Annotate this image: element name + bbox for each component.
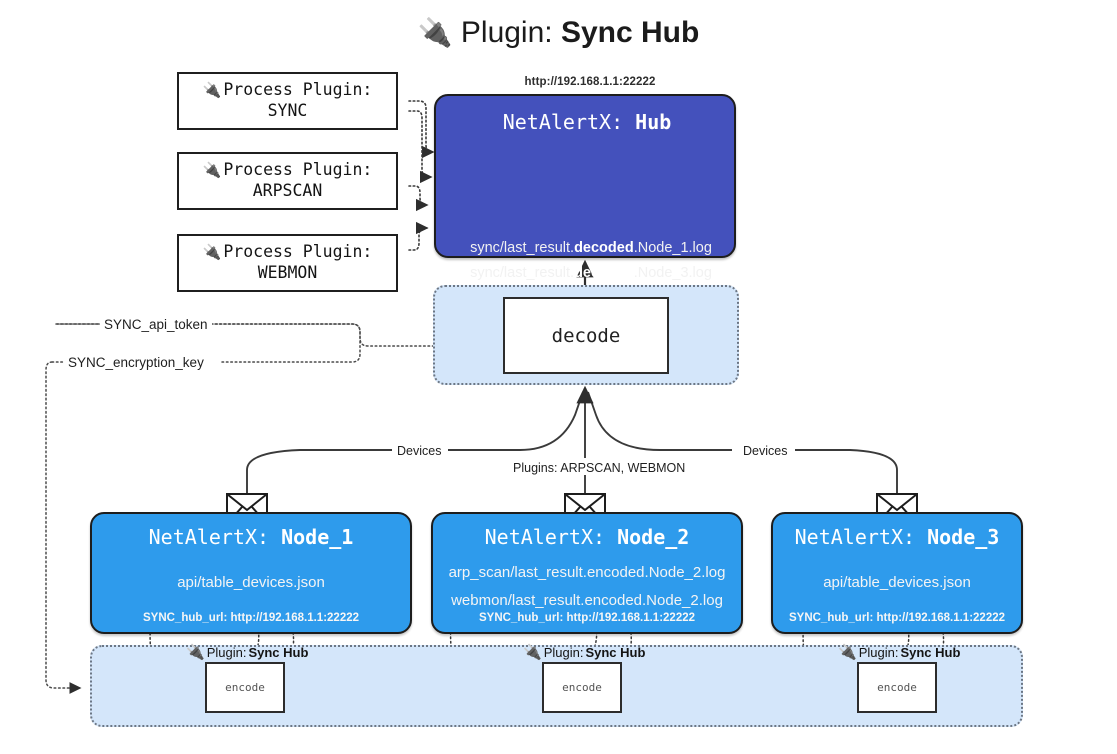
node-title-name: Node_2 [617, 525, 690, 549]
hub-log-line: sync/last_result.decoded.Node_3.log [444, 265, 738, 281]
page-title-prefix: Plugin: [460, 16, 561, 49]
edge-sync-to-hub-log2 [408, 110, 433, 184]
hub-title-prefix: NetAlertX: [502, 110, 636, 134]
encode-plugin-label-node1: 🔌 Plugin: Sync Hub [186, 645, 308, 660]
node-box-node3[interactable]: NetAlertX: Node_3 api/table_devices.json… [771, 512, 1023, 634]
hub-title-name: Hub [635, 110, 672, 134]
process-plugin-label: Process Plugin: [223, 80, 373, 100]
edge-arpscan-to-hub-log3 [408, 185, 429, 212]
encode-box-node1[interactable]: encode [205, 662, 285, 713]
node-box-node1[interactable]: NetAlertX: Node_1 api/table_devices.json… [90, 512, 412, 634]
plug-icon: 🔌 [202, 161, 222, 180]
edge-encryption-key-to-plugin-strip [45, 361, 82, 694]
hub-log-line: sync/last_result.decoded.Node_1.log [444, 240, 738, 256]
hub-log-suffix: .Node_3.log [633, 265, 712, 281]
node-title-prefix: NetAlertX: [148, 525, 282, 549]
encode-plugin-name: Sync Hub [585, 645, 646, 660]
encode-plugin-label-node2: 🔌 Plugin: Sync Hub [523, 645, 645, 660]
node-resource-line: api/table_devices.json [177, 574, 325, 591]
process-plugin-label: Process Plugin: [223, 160, 373, 180]
hub-log-prefix: sync/last_result. [470, 240, 575, 256]
page-title: 🔌 Plugin: Sync Hub [0, 16, 1117, 50]
edge-node1-to-decode-b [448, 391, 584, 451]
node-resource-line: arp_scan/last_result.encoded.Node_2.log [448, 564, 726, 581]
hub-title: NetAlertX: Hub [436, 110, 738, 134]
hub-log-prefix: sync/last_result. [470, 265, 575, 281]
node-resource-line: webmon/last_result.encoded.Node_2.log [451, 592, 723, 609]
edge-label-plugins: Plugins: ARPSCAN, WEBMON [508, 461, 691, 475]
node-title-name: Node_3 [927, 525, 1000, 549]
process-plugin-label: Process Plugin: [223, 242, 373, 262]
node-hub-url: SYNC_hub_url: http://192.168.1.1:22222 [788, 612, 1006, 624]
process-plugin-name: ARPSCAN [252, 181, 323, 200]
node-hub-url: SYNC_hub_url: http://192.168.1.1:22222 [478, 612, 696, 624]
encode-box-node2[interactable]: encode [542, 662, 622, 713]
node-hub-url: SYNC_hub_url: http://192.168.1.1:22222 [142, 612, 360, 624]
node-title: NetAlertX: Node_2 [433, 525, 741, 549]
hub-url-label: http://192.168.1.1:22222 [524, 76, 656, 88]
process-plugin-sync[interactable]: 🔌 Process Plugin: SYNC [177, 72, 398, 130]
plug-icon: 🔌 [202, 81, 222, 100]
edge-webmon-to-hub-log4 [408, 221, 429, 251]
encode-plugin-label-node3: 🔌 Plugin: Sync Hub [838, 645, 960, 660]
plug-icon: 🔌 [417, 17, 453, 48]
encode-plugin-prefix: Plugin: [543, 645, 584, 660]
process-plugin-webmon[interactable]: 🔌 Process Plugin: WEBMON [177, 234, 398, 292]
node-resource-line: api/table_devices.json [823, 574, 971, 591]
node-title-name: Node_1 [281, 525, 354, 549]
plug-icon: 🔌 [202, 243, 222, 262]
encode-box-node3[interactable]: encode [857, 662, 937, 713]
process-plugin-name: WEBMON [257, 263, 318, 282]
encode-plugin-name: Sync Hub [248, 645, 309, 660]
edge-node3-to-decode-a [795, 449, 898, 497]
decode-box[interactable]: decode [503, 297, 669, 374]
page-title-name: Sync Hub [560, 16, 700, 49]
sync-encryption-key-label: SYNC_encryption_key [64, 355, 208, 370]
edge-node3-to-decode-b [587, 391, 732, 451]
hub-log-state: decoded [574, 240, 634, 256]
process-plugin-arpscan[interactable]: 🔌 Process Plugin: ARPSCAN [177, 152, 398, 210]
edge-label-devices-left: Devices [392, 444, 447, 458]
node-title-prefix: NetAlertX: [794, 525, 928, 549]
edge-node1-to-decode-a [246, 449, 392, 497]
plug-icon: 🔌 [523, 644, 542, 661]
hub-log-state: decoded [574, 265, 634, 281]
hub-log-suffix: .Node_1.log [633, 240, 712, 256]
node-title: NetAlertX: Node_1 [92, 525, 410, 549]
encode-plugin-prefix: Plugin: [858, 645, 899, 660]
edge-label-devices-right: Devices [738, 444, 793, 458]
hub-node-box[interactable]: NetAlertX: Hub sync/last_result.decoded.… [434, 94, 738, 329]
edge-sync-to-hub-log1 [408, 100, 435, 159]
encode-plugin-name: Sync Hub [900, 645, 961, 660]
process-plugin-name: SYNC [267, 101, 308, 120]
encode-plugin-prefix: Plugin: [206, 645, 247, 660]
node-title: NetAlertX: Node_3 [773, 525, 1021, 549]
node-box-node2[interactable]: NetAlertX: Node_2 arp_scan/last_result.e… [431, 512, 743, 634]
node-title-prefix: NetAlertX: [484, 525, 618, 549]
sync-api-token-label: SYNC_api_token [100, 317, 212, 332]
edge-token-loop [55, 323, 361, 363]
plug-icon: 🔌 [838, 644, 857, 661]
plug-icon: 🔌 [186, 644, 205, 661]
